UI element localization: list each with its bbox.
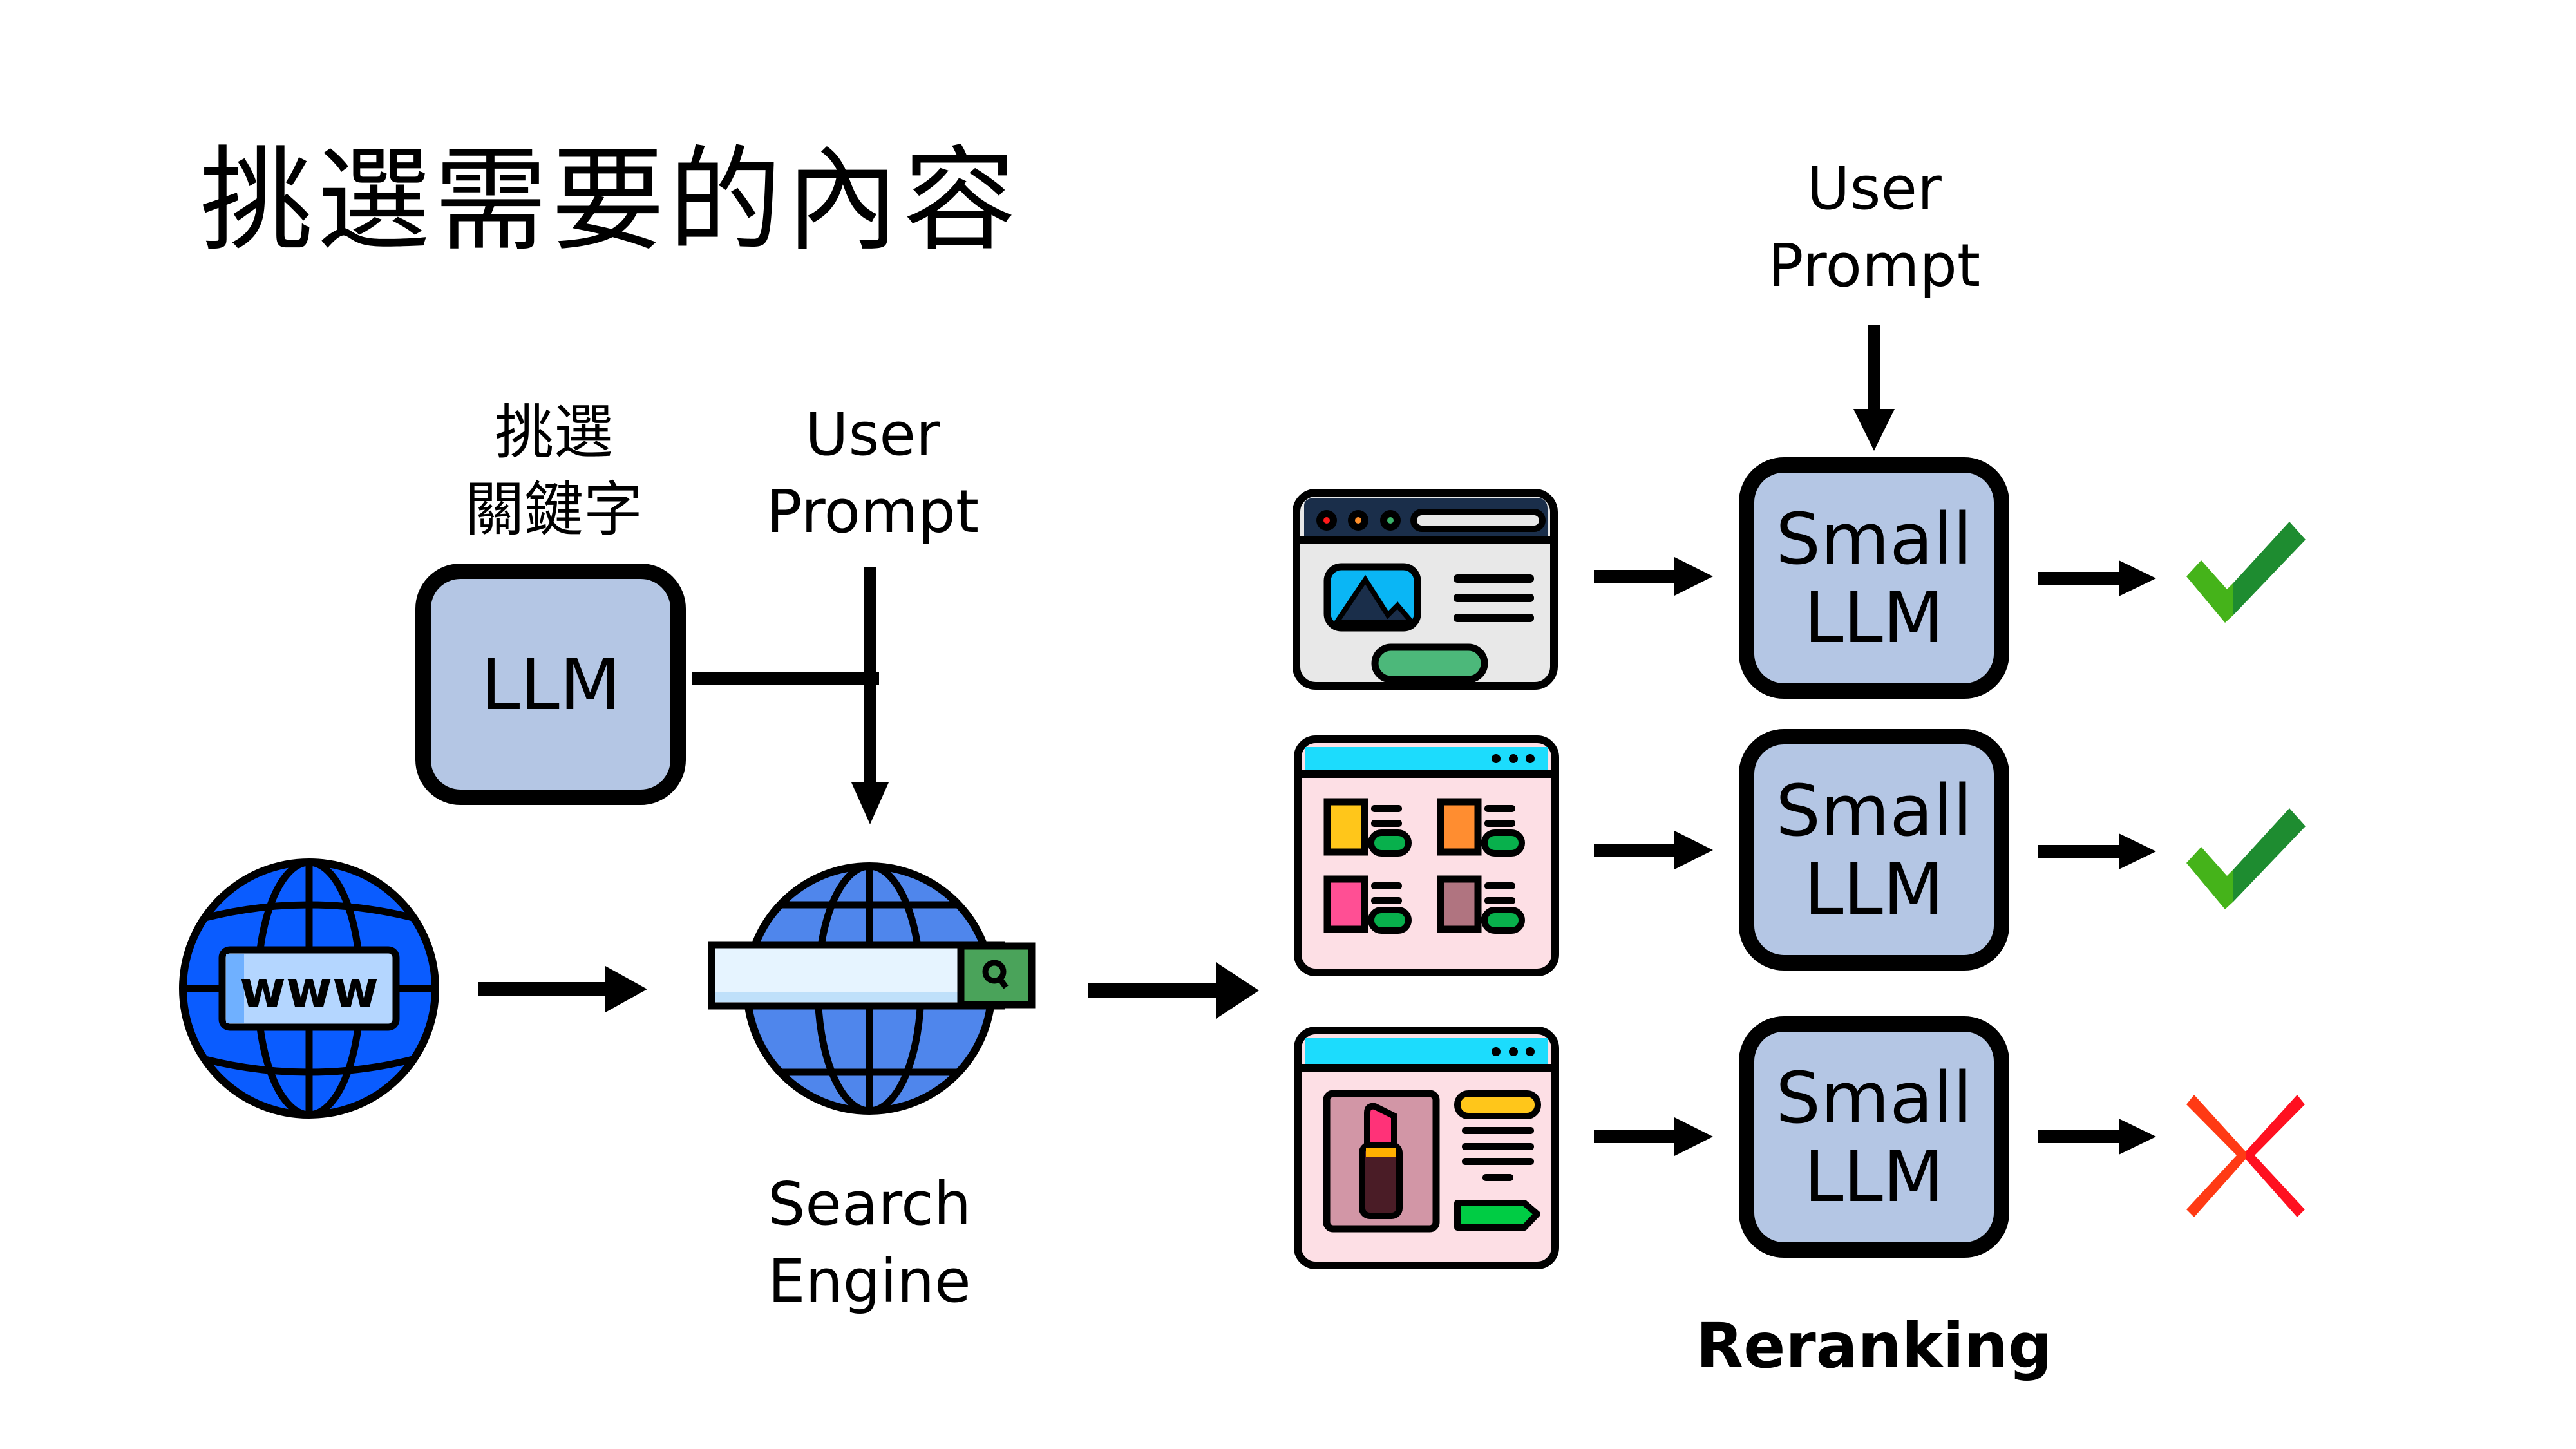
- user-prompt-label-reranking: User Prompt: [1726, 150, 2022, 305]
- search-engine-label-line-1: Search: [767, 1170, 972, 1238]
- check-icon: [2186, 522, 2306, 623]
- arrow-llm-1-to-result: [2038, 560, 2156, 596]
- www-text: www: [240, 961, 379, 1019]
- small-llm-label-line-2: LLM: [1804, 1135, 1944, 1218]
- llm-to-search-connector: [692, 567, 889, 824]
- arrow-page-2-to-llm: [1594, 831, 1713, 869]
- arrow-web-to-search: [478, 966, 647, 1012]
- user-prompt-right-line-2: Prompt: [1767, 231, 1981, 300]
- keyword-label-line-2: 關鍵字: [464, 475, 643, 544]
- arrow-page-1-to-llm: [1594, 557, 1713, 596]
- arrow-search-to-pages: [1088, 962, 1259, 1019]
- user-prompt-left-line-1: User: [805, 400, 940, 469]
- globe-search-icon: [708, 862, 1036, 1115]
- reranking-caption: Reranking: [1696, 1310, 2052, 1382]
- user-prompt-left-line-2: Prompt: [766, 477, 980, 546]
- user-prompt-label-left: User Prompt: [728, 396, 1018, 551]
- user-prompt-right-line-1: User: [1806, 154, 1942, 223]
- arrow-llm-3-to-result: [2038, 1119, 2156, 1155]
- webpage-product-grid-icon: [1294, 735, 1559, 976]
- arrow-llm-2-to-result: [2038, 833, 2156, 869]
- slide-title: 挑選需要的內容: [200, 135, 1021, 267]
- webpage-lipstick-icon: [1294, 1027, 1559, 1269]
- small-llm-box: Small LLM: [1739, 457, 2009, 699]
- webpage-image-icon: [1293, 489, 1558, 690]
- small-llm-label-line-2: LLM: [1804, 576, 1944, 659]
- small-llm-label-line-1: Small: [1776, 1056, 1973, 1139]
- arrow-prompt-to-small-llm: [1853, 325, 1895, 451]
- small-llm-label-line-1: Small: [1776, 769, 1973, 852]
- check-icon: [2186, 808, 2306, 909]
- small-llm-label-line-2: LLM: [1804, 848, 1944, 931]
- www-globe-icon: www: [179, 858, 439, 1119]
- arrow-page-3-to-llm: [1594, 1117, 1713, 1156]
- llm-box-label: LLM: [480, 643, 621, 726]
- search-engine-label-line-2: Engine: [768, 1247, 971, 1316]
- small-llm-label-line-1: Small: [1776, 497, 1973, 580]
- small-llm-box: Small LLM: [1739, 729, 2009, 971]
- keyword-label-line-1: 挑選: [494, 398, 613, 467]
- search-engine-label: Search Engine: [715, 1166, 1024, 1320]
- llm-box: LLM: [415, 564, 686, 805]
- cross-icon: [2186, 1095, 2305, 1217]
- small-llm-box: Small LLM: [1739, 1016, 2009, 1258]
- keyword-selection-label: 挑選 關鍵字: [412, 394, 696, 549]
